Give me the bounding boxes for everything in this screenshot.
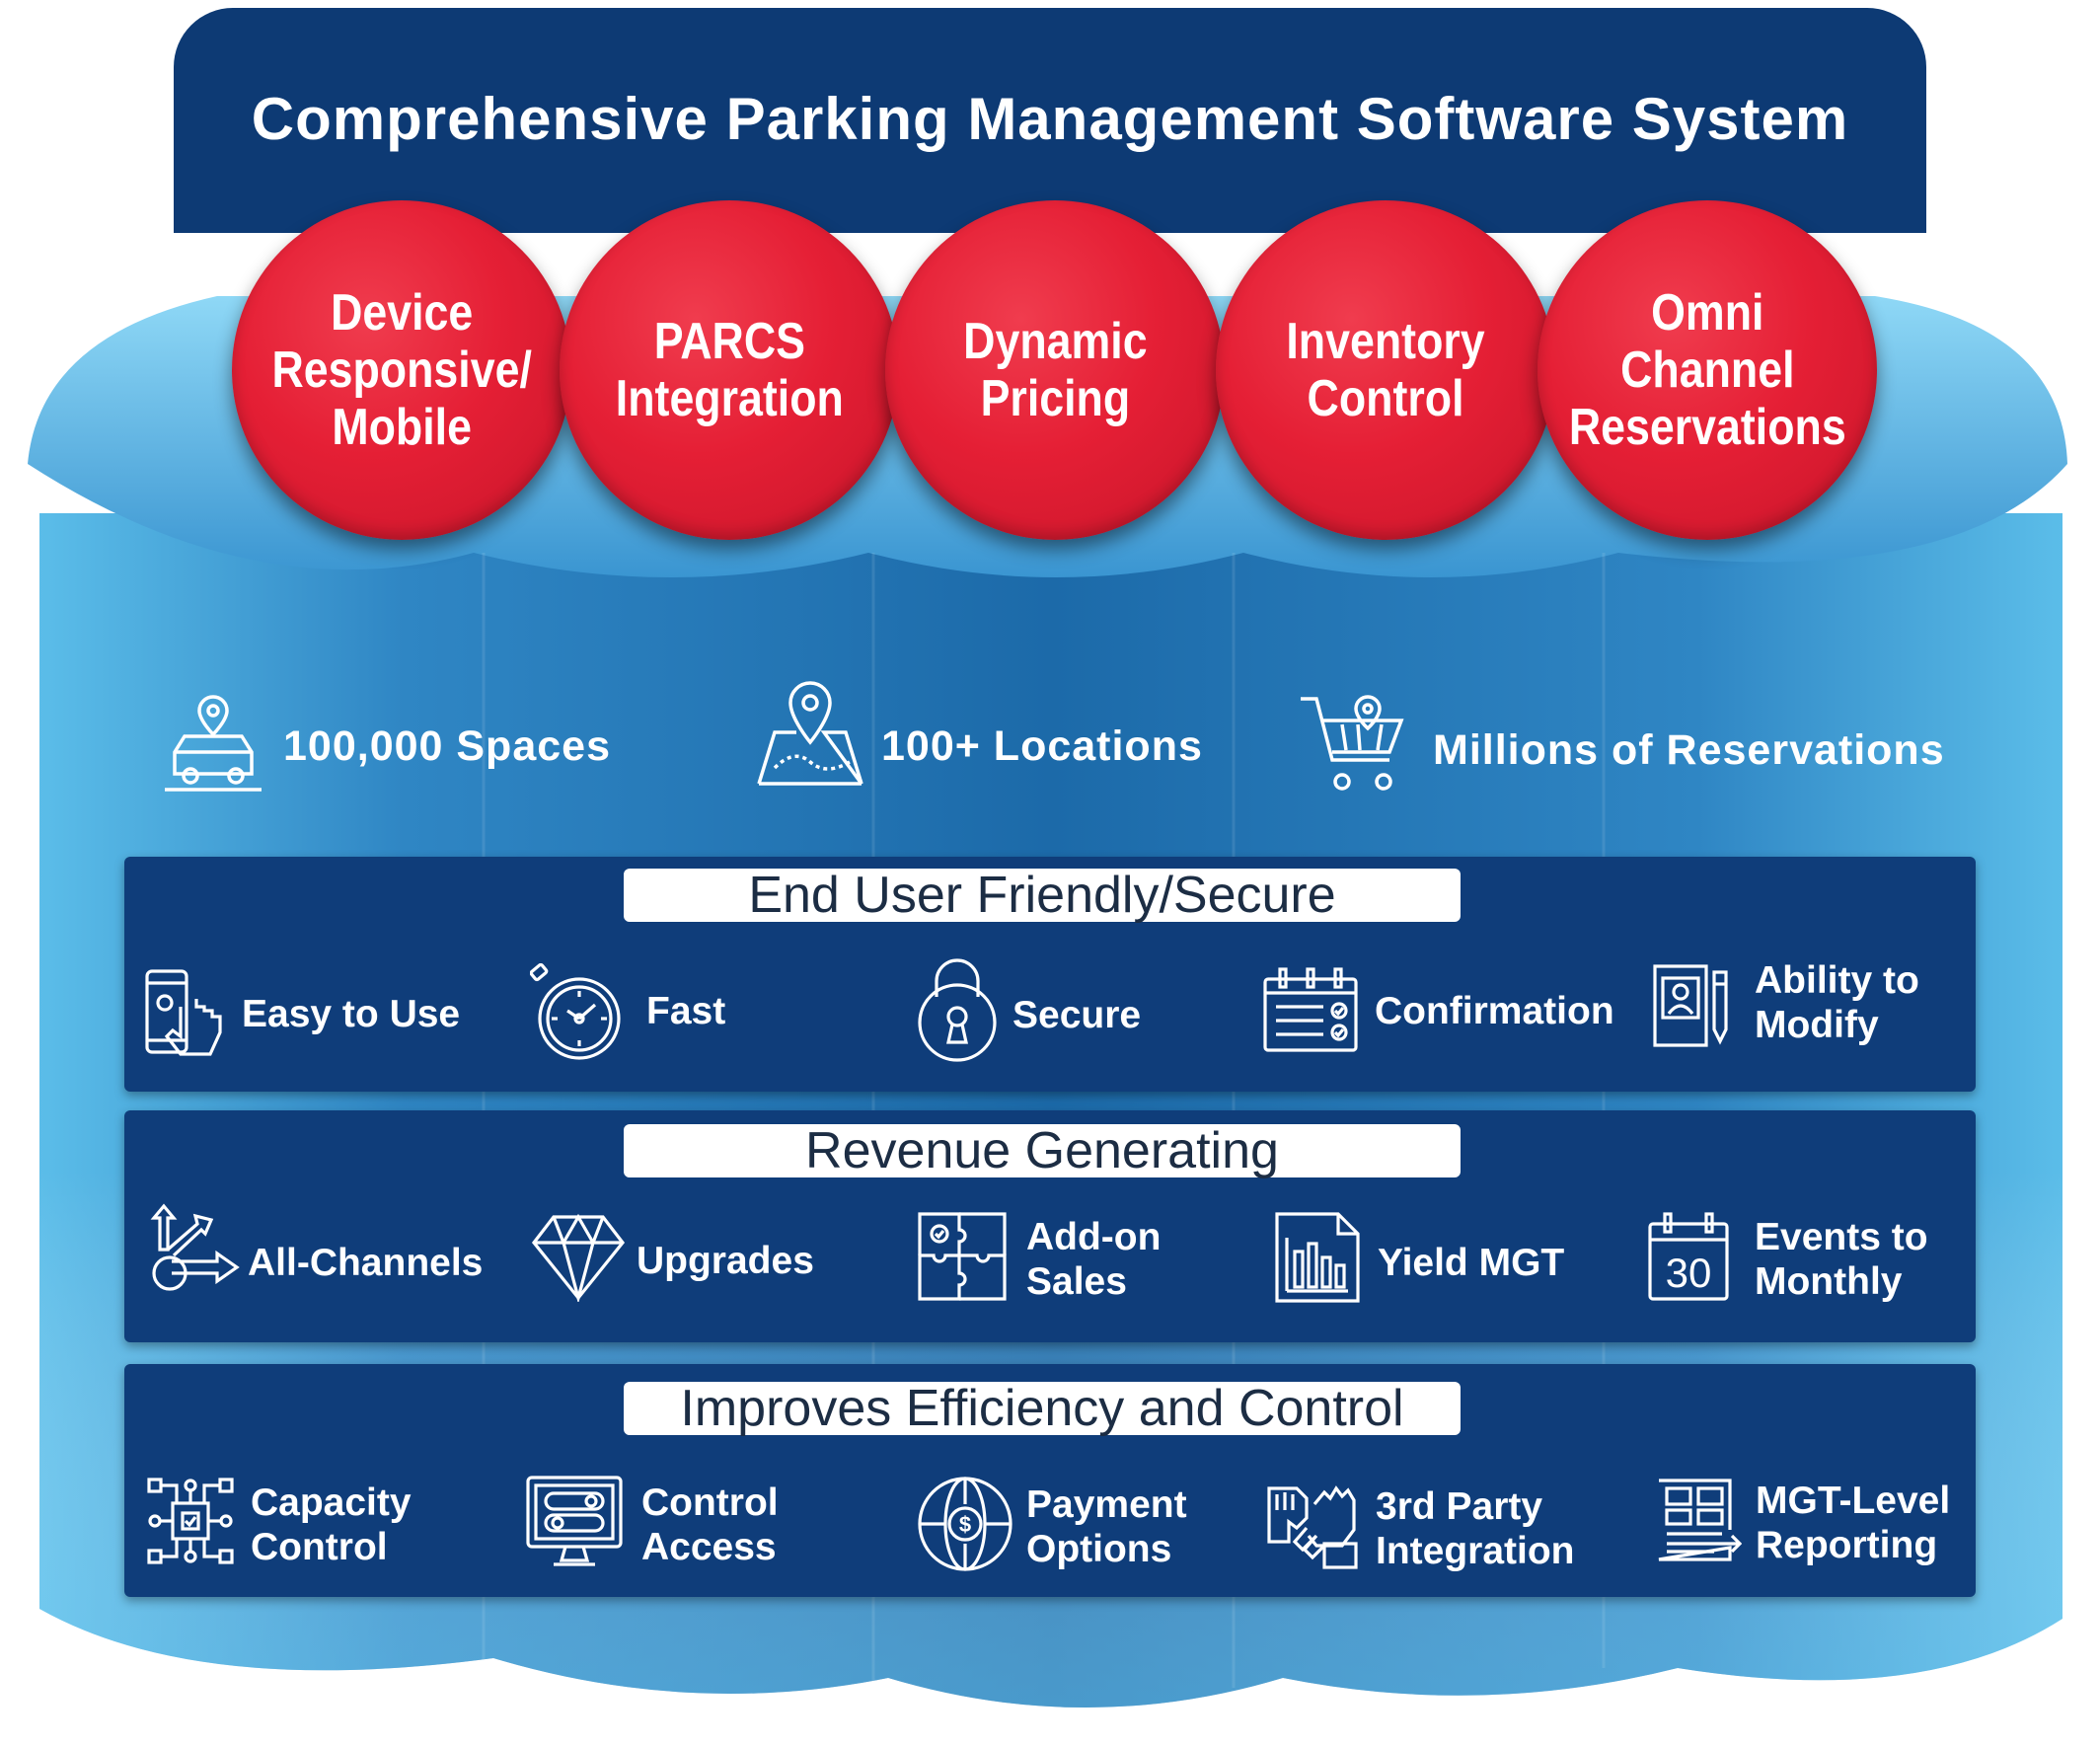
section-title-box: Improves Efficiency and Control xyxy=(624,1382,1461,1435)
item-label: Fast xyxy=(646,990,726,1032)
svg-text:30: 30 xyxy=(1666,1250,1712,1296)
item-label: Capacity Control xyxy=(251,1481,412,1568)
chip-network-icon xyxy=(147,1478,234,1564)
section-title-box: Revenue Generating xyxy=(624,1124,1461,1177)
checklist-calendar-icon xyxy=(1262,967,1359,1054)
feature-circle-inventory-control: Inventory Control xyxy=(1216,200,1555,540)
bar-chart-icon xyxy=(1275,1212,1360,1303)
padlock-icon xyxy=(915,957,1000,1062)
stat-spaces: 100,000 Spaces xyxy=(283,722,611,770)
feature-label: Inventory Control xyxy=(1286,313,1485,427)
item-label: Add-on Sales xyxy=(1026,1216,1162,1303)
feature-circle-parcs: PARCS Integration xyxy=(560,200,899,540)
report-grid-icon xyxy=(1657,1479,1742,1563)
feature-circle-device-responsive: Device Responsive/ Mobile xyxy=(232,200,571,540)
car-location-icon xyxy=(161,691,265,794)
stat-locations: 100+ Locations xyxy=(881,722,1203,770)
diamond-icon xyxy=(530,1209,627,1302)
arrows-split-icon xyxy=(148,1202,241,1297)
feature-label: Device Responsive/ Mobile xyxy=(271,284,532,456)
feature-circle-omni-channel: Omni Channel Reservations xyxy=(1538,200,1877,540)
feature-label: Dynamic Pricing xyxy=(962,313,1148,427)
calendar-30-icon: 30 xyxy=(1647,1212,1730,1303)
item-label: Secure xyxy=(1012,994,1142,1036)
shopping-cart-icon xyxy=(1297,691,1411,796)
item-label: Upgrades xyxy=(637,1240,814,1282)
section-title: Revenue Generating xyxy=(805,1122,1279,1179)
globe-dollar-icon: $ xyxy=(917,1476,1013,1572)
item-label: All-Channels xyxy=(248,1242,484,1284)
item-label: Yield MGT xyxy=(1378,1242,1565,1284)
item-label: Events to Monthly xyxy=(1755,1216,1928,1303)
document-edit-icon xyxy=(1651,962,1734,1049)
item-label: Ability to Modify xyxy=(1755,959,1919,1046)
section-title: Improves Efficiency and Control xyxy=(680,1380,1404,1437)
section-title: End User Friendly/Secure xyxy=(748,867,1336,924)
item-label: MGT-Level Reporting xyxy=(1756,1480,1951,1566)
phone-touch-icon xyxy=(143,967,232,1058)
item-label: Confirmation xyxy=(1375,990,1614,1032)
stat-reservations: Millions of Reservations xyxy=(1433,726,1945,774)
monitor-toggle-icon xyxy=(526,1476,623,1568)
feature-circle-dynamic-pricing: Dynamic Pricing xyxy=(885,200,1225,540)
title-banner xyxy=(174,8,1926,233)
item-label: 3rd Party Integration xyxy=(1376,1485,1575,1572)
section-title-box: End User Friendly/Secure xyxy=(624,869,1461,922)
feature-label: Omni Channel Reservations xyxy=(1568,284,1846,456)
handshake-icon xyxy=(1263,1475,1360,1571)
item-label: Control Access xyxy=(641,1481,779,1568)
feature-label: PARCS Integration xyxy=(615,313,844,427)
stopwatch-icon xyxy=(530,963,625,1062)
page-title: Comprehensive Parking Management Softwar… xyxy=(251,86,1849,152)
item-label: Easy to Use xyxy=(242,993,461,1035)
puzzle-icon xyxy=(918,1212,1007,1303)
svg-text:$: $ xyxy=(959,1512,971,1537)
item-label: Payment Options xyxy=(1026,1483,1187,1570)
map-pin-icon xyxy=(755,679,865,790)
